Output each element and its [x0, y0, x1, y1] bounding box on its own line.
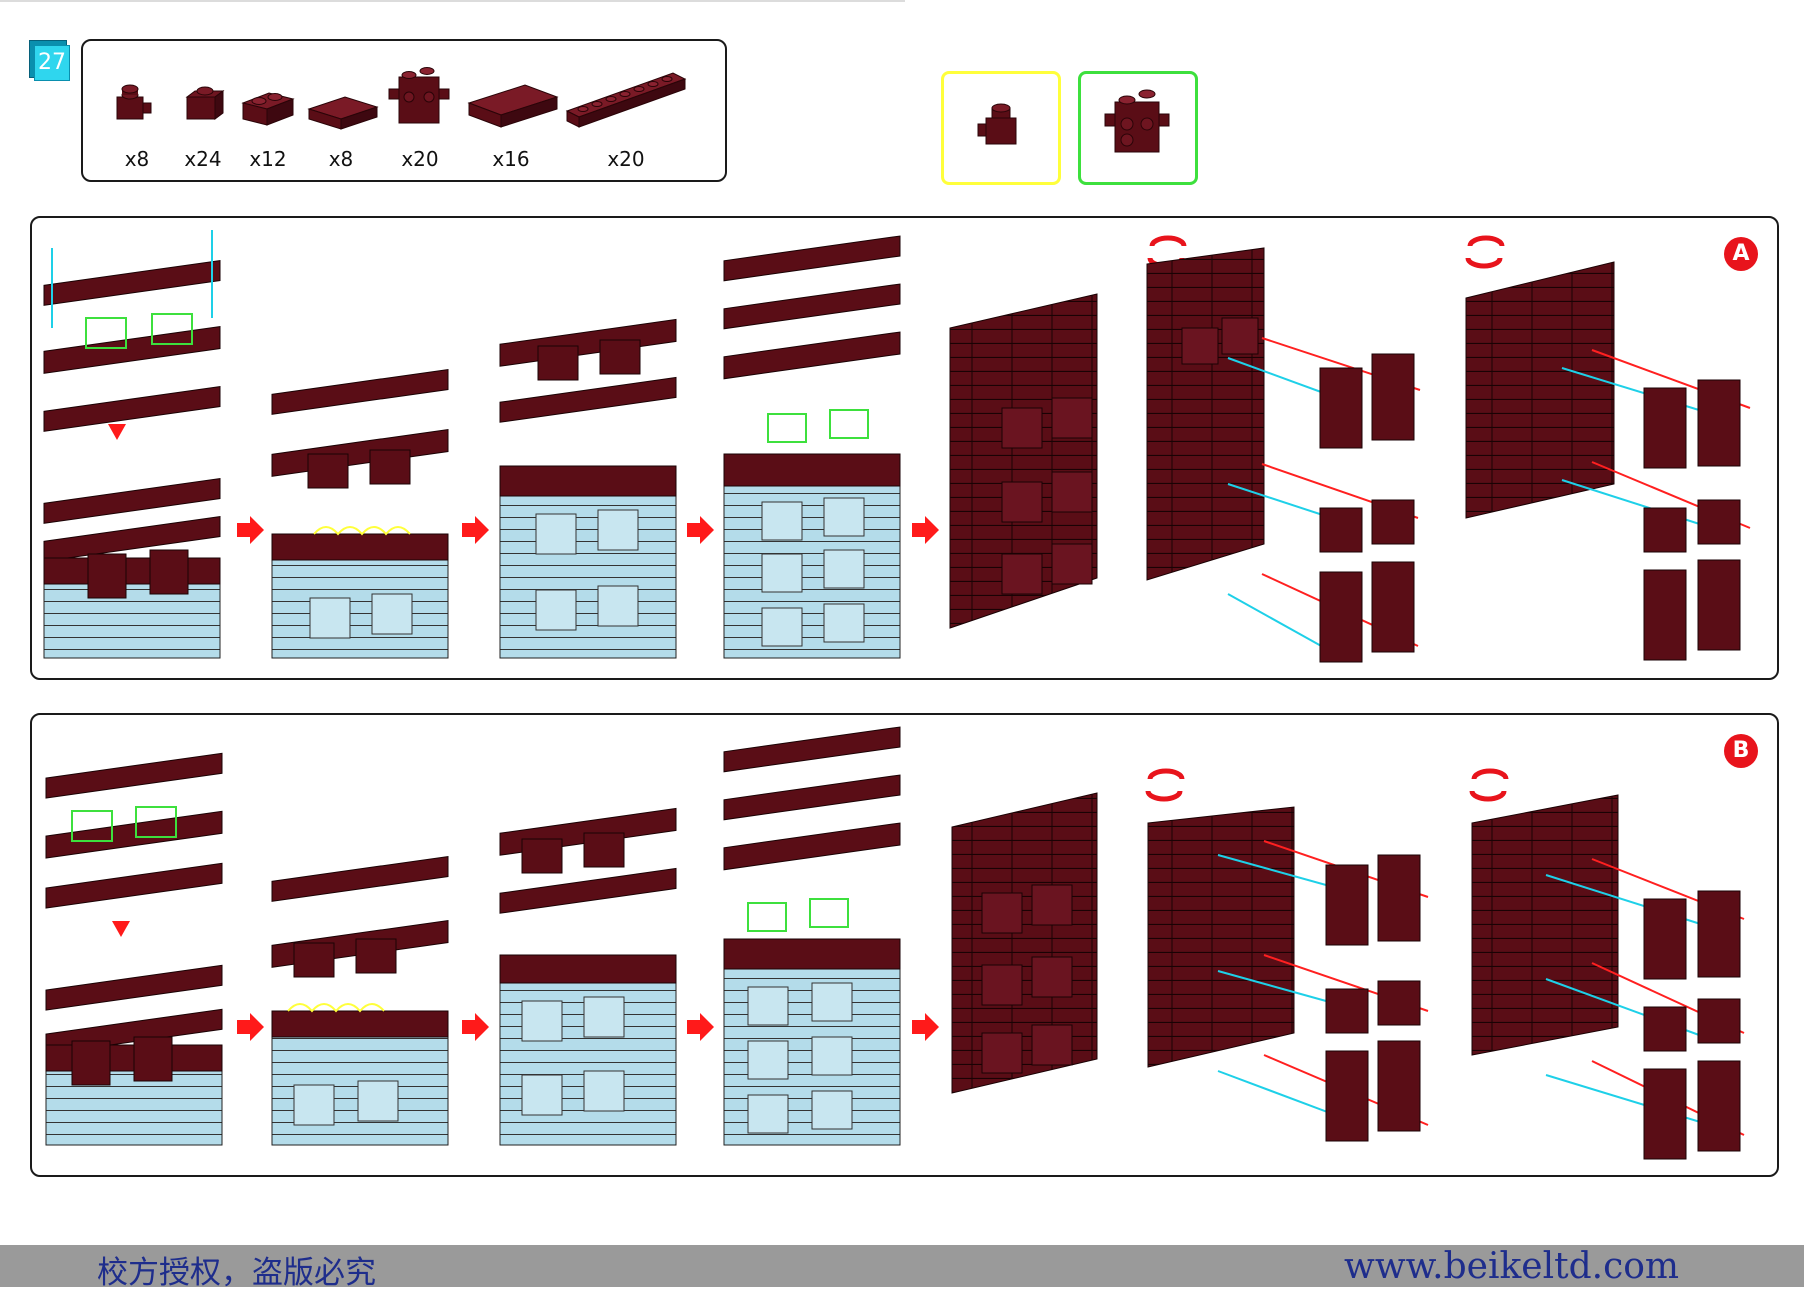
build-steps-b: [45, 726, 1745, 1160]
step-2: [271, 368, 449, 659]
build-panel-b: B: [30, 713, 1779, 1177]
step-4: [723, 235, 901, 659]
part-item: x8: [301, 59, 381, 179]
brick-2x2-side-studs-icon: [1104, 89, 1170, 153]
part-item: x20: [561, 59, 691, 179]
part-qty: x20: [401, 147, 439, 171]
page-number: 27: [34, 45, 70, 81]
part-item: x12: [235, 59, 301, 179]
next-arrow: [462, 1013, 489, 1041]
part-item: x16: [461, 59, 561, 179]
rotate-icon: [1147, 768, 1185, 780]
brick-2x2-side-studs-icon: [388, 67, 450, 124]
brick-1x2-icon: [241, 92, 295, 126]
part-qty: x24: [184, 147, 222, 171]
plate-2x2-icon: [307, 96, 379, 130]
parts-list: x8 x24 x12 x8: [81, 39, 727, 182]
build-steps-a: [43, 230, 1751, 663]
step-4: [723, 726, 901, 1146]
part-qty: x8: [124, 147, 150, 171]
part-item: x8: [107, 59, 167, 179]
wall-complete: [949, 293, 1098, 629]
next-arrow: [237, 516, 264, 544]
step-1: [43, 230, 221, 659]
plate-2x4-icon: [467, 84, 559, 128]
section-badge-b: B: [1724, 734, 1758, 768]
next-arrow: [687, 516, 714, 544]
copyright-notice: 校方授权，盗版必究: [97, 1255, 376, 1291]
next-arrow: [462, 516, 489, 544]
step-1: [45, 752, 223, 1146]
section-badge-a: A: [1724, 237, 1758, 271]
part-item: x24: [173, 59, 233, 179]
build-panel-a: A: [30, 216, 1779, 680]
plate-1x8-icon: [565, 72, 687, 128]
part-qty: x12: [249, 147, 287, 171]
next-arrow: [912, 516, 939, 544]
callout-green: [1078, 71, 1198, 185]
attach-step-1: [1145, 768, 1429, 1142]
website-link[interactable]: www.beikeltd.com: [1344, 1246, 1680, 1287]
part-qty: x16: [492, 147, 530, 171]
footer-bar: 校方授权，盗版必究 www.beikeltd.com: [0, 1245, 1804, 1291]
step-3: [499, 807, 677, 1146]
part-qty: x8: [328, 147, 354, 171]
attach-step-2: [1465, 235, 1751, 661]
rotate-icon: [1149, 235, 1187, 247]
top-rule: [0, 0, 905, 2]
attach-step-1: [1146, 235, 1421, 663]
brick-1x1-icon: [185, 86, 225, 120]
callout-yellow: [941, 71, 1061, 185]
next-arrow: [687, 1013, 714, 1041]
next-arrow: [237, 1013, 264, 1041]
attach-step-2: [1469, 768, 1745, 1160]
part-item: x20: [379, 59, 461, 179]
next-arrow: [912, 1013, 939, 1041]
part-qty: x20: [607, 147, 645, 171]
brick-1x1-side-stud-icon: [116, 84, 152, 120]
brick-1x1-side-stud-icon: [977, 103, 1017, 145]
step-3: [499, 318, 677, 659]
step-2: [271, 855, 449, 1146]
wall-complete: [951, 792, 1098, 1094]
rotate-icon: [1471, 768, 1509, 780]
page-number-badge: 27: [29, 40, 70, 81]
rotate-icon: [1467, 235, 1505, 247]
